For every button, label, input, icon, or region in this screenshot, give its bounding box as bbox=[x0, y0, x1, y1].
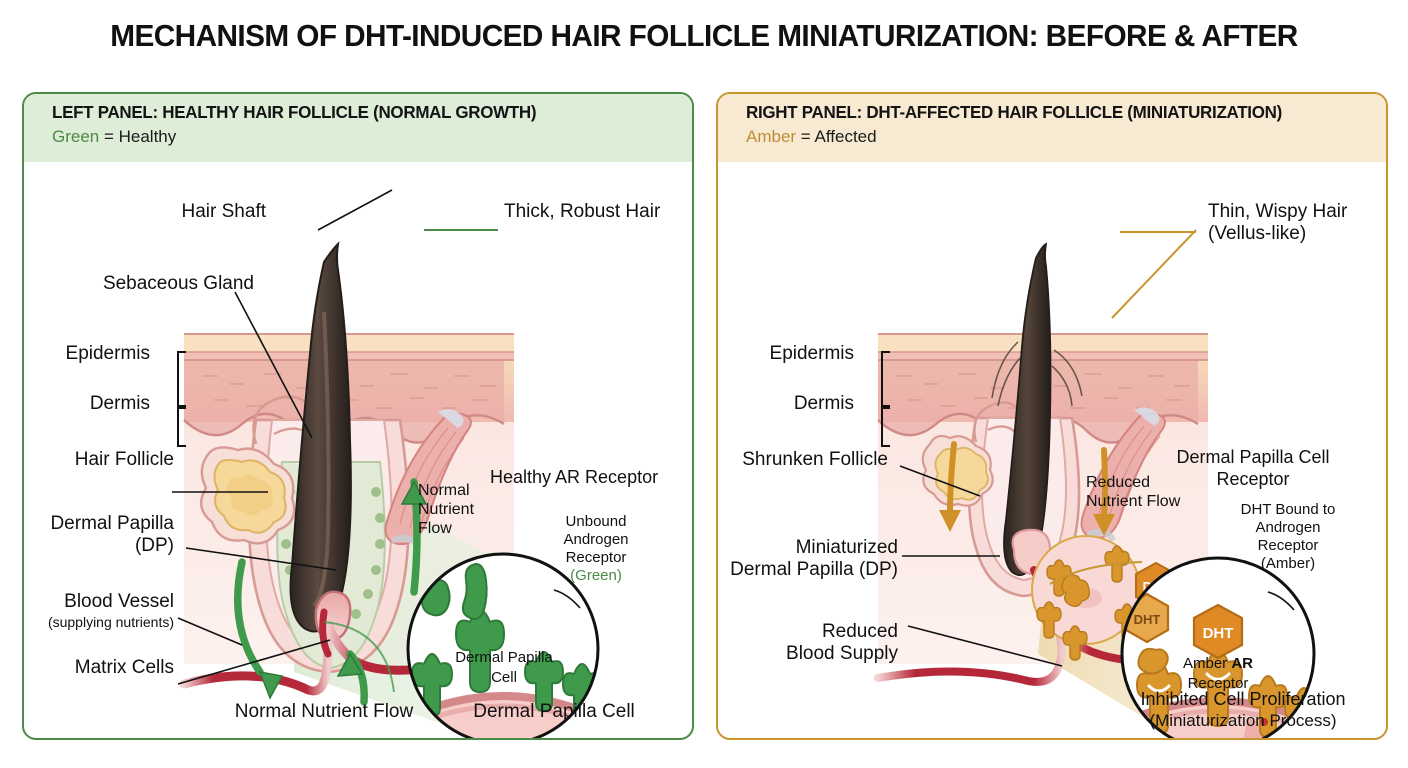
ar-bold-text: AR bbox=[1231, 655, 1254, 672]
inset-callout-l3: Receptor bbox=[565, 549, 627, 566]
inset-callout-right-l3: Receptor bbox=[1257, 537, 1319, 554]
androgen-receptors bbox=[411, 563, 598, 722]
left-panel-title: LEFT PANEL: HEALTHY HAIR FOLLICLE (NORMA… bbox=[52, 102, 537, 122]
inset-title-healthy-ar-receptor: Healthy AR Receptor bbox=[490, 467, 659, 487]
inset-callout-right-l1: DHT Bound to bbox=[1240, 501, 1336, 518]
hair-wisps bbox=[991, 341, 1083, 407]
svg-text:DHT: DHT bbox=[1134, 612, 1161, 627]
caption-dermal-papilla-cell: Dermal Papilla Cell bbox=[473, 701, 635, 722]
inset-callout-right-l4: (Amber) bbox=[1260, 555, 1316, 572]
right-panel-legend: Amber = Affected bbox=[746, 127, 1386, 147]
label-dermal-papilla-line1: Dermal Papilla bbox=[50, 513, 174, 534]
label-matrix-cells: Matrix Cells bbox=[74, 657, 174, 678]
inset-callout-right-l2: Androgen bbox=[1255, 519, 1321, 536]
svg-text:DHT: DHT bbox=[1203, 625, 1234, 642]
right-legend-key: Amber bbox=[746, 127, 797, 146]
healthy-follicle-illustration bbox=[179, 241, 600, 738]
inset-cell-label-right-l1: Amber AR bbox=[1138, 655, 1298, 672]
reduced-flow-arrowheads bbox=[939, 510, 1115, 536]
caption-inhibited-proliferation-l1: Inhibited Cell Proliferation bbox=[1140, 689, 1346, 709]
inset-cell-label-l1: Dermal Papilla bbox=[455, 649, 553, 666]
inset-title-right-l2: Receptor bbox=[1216, 469, 1290, 489]
dht-hexagon-bound: DHT bbox=[1192, 603, 1244, 660]
inset-callout-color: (Green) bbox=[570, 567, 622, 584]
label-reduced-blood-supply-l2: Blood Supply bbox=[786, 643, 898, 664]
label-sebaceous-gland: Sebaceous Gland bbox=[102, 273, 254, 294]
label-dermis: Dermis bbox=[89, 393, 150, 414]
dht-affected-follicle-illustration: DHT bbox=[874, 242, 1316, 738]
page-title: MECHANISM OF DHT-INDUCED HAIR FOLLICLE M… bbox=[110, 18, 1298, 53]
left-legend-text: = Healthy bbox=[99, 127, 177, 146]
inset-cell-label-l2: Cell bbox=[491, 669, 517, 686]
right-legend-text: = Affected bbox=[796, 127, 877, 146]
left-panel-legend: Green = Healthy bbox=[52, 127, 692, 147]
sebaceous-gland bbox=[200, 427, 319, 545]
right-panel-header: RIGHT PANEL: DHT-AFFECTED HAIR FOLLICLE … bbox=[718, 94, 1386, 162]
right-panel: RIGHT PANEL: DHT-AFFECTED HAIR FOLLICLE … bbox=[716, 92, 1388, 740]
amber-text: Amber bbox=[1182, 655, 1232, 672]
label-reduced-nutrient-flow-l1: Reduced bbox=[1086, 474, 1151, 491]
inset-cell-label-right-l2: Receptor bbox=[1187, 675, 1249, 692]
label-blood-vessel-line2: (supplying nutrients) bbox=[47, 614, 174, 630]
label-dermis-right: Dermis bbox=[793, 393, 854, 414]
label-epidermis: Epidermis bbox=[65, 343, 150, 364]
left-legend-key: Green bbox=[52, 127, 100, 146]
label-hair-shaft: Hair Shaft bbox=[181, 201, 266, 222]
inset-callout-l1: Unbound bbox=[565, 513, 627, 530]
label-miniaturized-dp-l2: Dermal Papilla (DP) bbox=[730, 559, 898, 580]
caption-normal-nutrient-flow: Normal Nutrient Flow bbox=[234, 701, 414, 722]
label-blood-vessel-line1: Blood Vessel bbox=[64, 591, 174, 612]
label-thin-wispy-hair-l1: Thin, Wispy Hair bbox=[1208, 201, 1348, 222]
caption-inhibited-proliferation-l2: (Miniaturization Process) bbox=[1149, 711, 1337, 730]
label-reduced-blood-supply-l1: Reduced bbox=[821, 621, 898, 642]
label-dermal-papilla-line2: (DP) bbox=[134, 535, 174, 556]
inset-title-right-l1: Dermal Papilla Cell bbox=[1176, 447, 1330, 467]
label-hair-follicle: Hair Follicle bbox=[74, 449, 174, 470]
label-normal-nutrient-flow-l3: Flow bbox=[418, 520, 452, 537]
label-thin-wispy-hair-l2: (Vellus-like) bbox=[1208, 223, 1307, 244]
left-panel-body: Hair Shaft Thick, Robust Hair Sebaceous … bbox=[24, 162, 692, 738]
inset-callout-l2: Androgen bbox=[563, 531, 629, 548]
label-normal-nutrient-flow-l2: Nutrient bbox=[418, 501, 475, 518]
label-normal-nutrient-flow-l1: Normal bbox=[418, 482, 470, 499]
right-panel-body: DHT bbox=[718, 162, 1386, 738]
label-miniaturized-dp-l1: Miniaturized bbox=[795, 537, 898, 558]
left-panel: LEFT PANEL: HEALTHY HAIR FOLLICLE (NORMA… bbox=[22, 92, 694, 740]
label-reduced-nutrient-flow-l2: Nutrient Flow bbox=[1086, 493, 1181, 510]
label-shrunken-follicle: Shrunken Follicle bbox=[742, 449, 888, 470]
left-panel-header: LEFT PANEL: HEALTHY HAIR FOLLICLE (NORMA… bbox=[24, 94, 692, 162]
right-panel-title: RIGHT PANEL: DHT-AFFECTED HAIR FOLLICLE … bbox=[746, 102, 1282, 122]
label-epidermis-right: Epidermis bbox=[769, 343, 854, 364]
label-thick-robust-hair: Thick, Robust Hair bbox=[504, 201, 661, 222]
